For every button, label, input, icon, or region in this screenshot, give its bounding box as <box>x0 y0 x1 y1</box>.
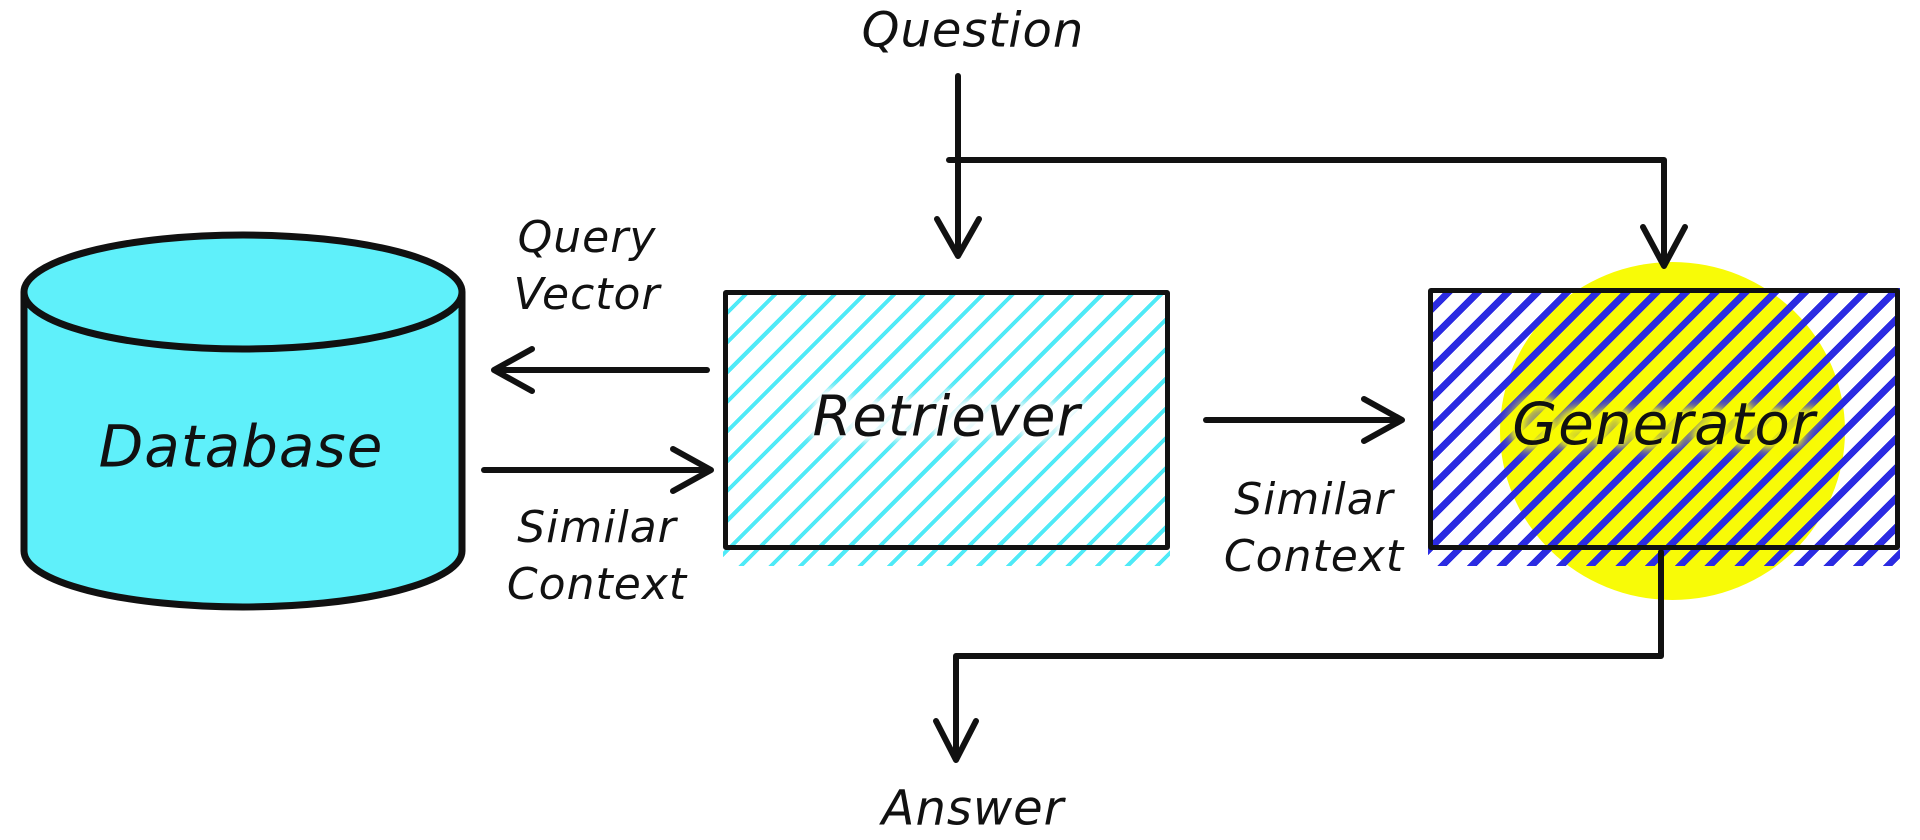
generator-hatch-fill <box>1428 288 1900 566</box>
similar-context-right-line1: Similar <box>1234 474 1394 525</box>
generator-to-answer-arrow <box>933 549 1664 763</box>
retriever-hatch-fill <box>723 290 1170 566</box>
query-vector-line2: Vector <box>513 269 661 320</box>
database-cylinder-icon <box>20 231 466 611</box>
database-cylinder-body <box>20 292 466 611</box>
query-vector-line1: Query <box>517 212 657 263</box>
retriever-to-generator-arrow <box>1203 396 1405 444</box>
retriever-box-border <box>723 290 1170 550</box>
retriever-to-database-arrow <box>491 346 710 394</box>
generator-box: Generator <box>1428 288 1900 566</box>
arrowhead-down-icon <box>934 216 982 259</box>
arrowhead-left-icon <box>491 346 535 394</box>
arrowhead-right-icon <box>670 446 714 494</box>
database-label: Database <box>98 412 384 481</box>
generator-box-border <box>1428 288 1900 550</box>
retriever-label: Retriever <box>812 384 1081 450</box>
similar-context-right-line2: Context <box>1223 531 1405 582</box>
answer-label: Answer <box>881 780 1065 837</box>
retriever-box: Retriever <box>723 290 1170 566</box>
similar-context-left-line2: Context <box>506 559 688 610</box>
similar-context-left-line1: Similar <box>517 502 677 553</box>
arrowhead-right-icon <box>1361 396 1405 444</box>
arrowhead-down-icon <box>933 718 979 763</box>
question-to-generator-arrow <box>946 157 1688 269</box>
similar-context-left-label: Similar Context <box>507 499 687 613</box>
question-label: Question <box>861 2 1085 59</box>
database-cylinder-top <box>20 231 466 353</box>
arrowhead-down-icon <box>1640 224 1688 269</box>
database-to-retriever-arrow <box>481 446 714 494</box>
question-to-retriever-arrow <box>934 73 982 259</box>
query-vector-label: Query Vector <box>513 209 660 323</box>
generator-label: Generator <box>1512 390 1816 459</box>
similar-context-right-label: Similar Context <box>1224 471 1404 585</box>
